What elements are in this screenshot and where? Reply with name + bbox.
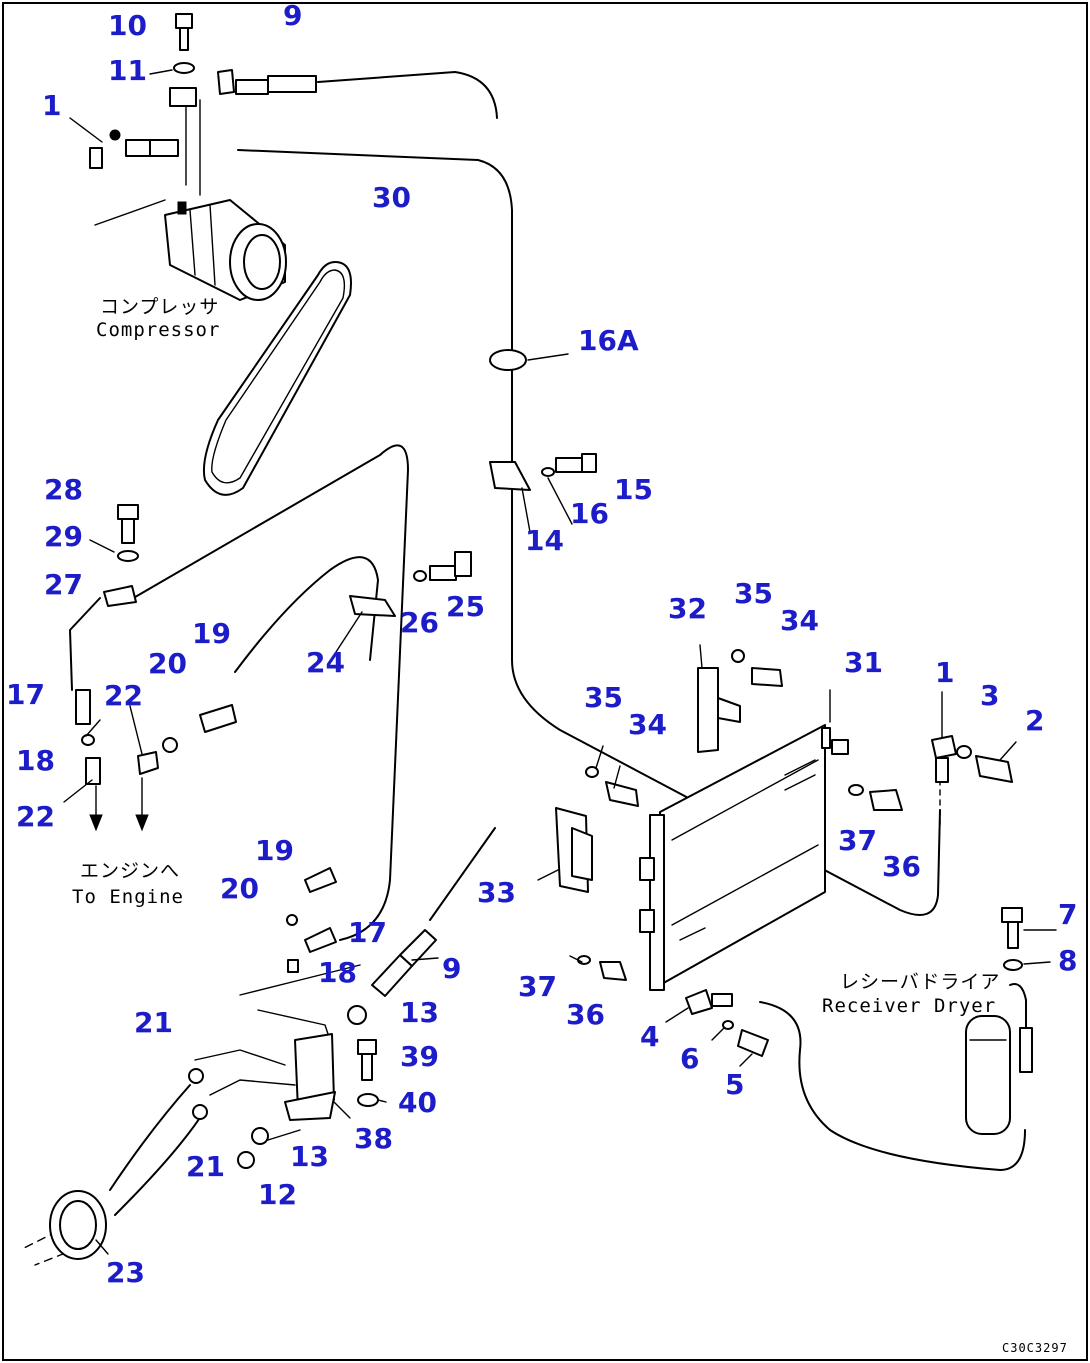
callout-9: 9 xyxy=(283,0,302,32)
callout-36: 36 xyxy=(882,850,921,883)
v-belt xyxy=(202,261,352,496)
callout-34: 34 xyxy=(780,604,819,637)
callout-15: 15 xyxy=(614,473,653,506)
callout-27: 27 xyxy=(44,568,83,601)
callout-35: 35 xyxy=(584,681,623,714)
callout-4: 4 xyxy=(640,1020,659,1053)
callout-13: 13 xyxy=(400,996,439,1029)
receiver-dryer xyxy=(965,983,1033,1135)
callout-30: 30 xyxy=(372,181,411,214)
drawing-code: C30C3297 xyxy=(1002,1341,1068,1355)
callout-13: 13 xyxy=(290,1140,329,1173)
callout-25: 25 xyxy=(446,590,485,623)
compressor xyxy=(164,199,287,301)
callout-22: 22 xyxy=(16,800,55,833)
callout-24: 24 xyxy=(306,646,345,679)
condenser xyxy=(555,649,849,991)
callout-34: 34 xyxy=(628,708,667,741)
callout-11: 11 xyxy=(108,54,147,87)
callout-10: 10 xyxy=(108,9,147,42)
label-receiver-jp: レシーバドライア xyxy=(840,971,1000,993)
callout-3: 3 xyxy=(980,679,999,712)
hose-lines xyxy=(19,71,1026,1266)
callout-28: 28 xyxy=(44,473,83,506)
callout-20: 20 xyxy=(148,647,187,680)
label-compressor-en: Compressor xyxy=(96,319,220,341)
callouts: 10 9 11 1 30 16A 15 16 14 28 29 27 26 25… xyxy=(6,0,1077,1289)
label-engine-jp: エンジンへ xyxy=(80,860,180,882)
text-labels: コンプレッサ Compressor エンジンへ To Engine レシーバドラ… xyxy=(72,296,1068,1355)
callout-31: 31 xyxy=(844,646,883,679)
callout-1: 1 xyxy=(42,89,61,122)
callout-16: 16 xyxy=(570,497,609,530)
callout-40: 40 xyxy=(398,1086,437,1119)
small-parts xyxy=(49,13,1023,1260)
callout-38: 38 xyxy=(354,1122,393,1155)
leader-lines xyxy=(63,69,1057,1255)
callout-20: 20 xyxy=(220,872,259,905)
callout-17: 17 xyxy=(6,678,45,711)
callout-37: 37 xyxy=(838,824,877,857)
label-engine-en: To Engine xyxy=(72,886,184,908)
callout-19: 19 xyxy=(255,834,294,867)
callout-5: 5 xyxy=(725,1068,744,1101)
callout-17: 17 xyxy=(348,916,387,949)
callout-18: 18 xyxy=(16,744,55,777)
callout-23: 23 xyxy=(106,1256,145,1289)
callout-19: 19 xyxy=(192,617,231,650)
callout-2: 2 xyxy=(1025,704,1044,737)
callout-39: 39 xyxy=(400,1040,439,1073)
callout-9: 9 xyxy=(442,952,461,985)
callout-8: 8 xyxy=(1058,944,1077,977)
callout-21: 21 xyxy=(186,1150,225,1183)
callout-32: 32 xyxy=(668,592,707,625)
label-receiver-en: Receiver Dryer xyxy=(822,995,996,1017)
callout-22: 22 xyxy=(104,679,143,712)
callout-36: 36 xyxy=(566,998,605,1031)
callout-16a: 16A xyxy=(578,324,639,357)
label-compressor-jp: コンプレッサ xyxy=(100,296,219,318)
callout-35: 35 xyxy=(734,577,773,610)
callout-1: 1 xyxy=(935,656,954,689)
callout-21: 21 xyxy=(134,1006,173,1039)
callout-18: 18 xyxy=(318,956,357,989)
callout-14: 14 xyxy=(525,524,564,557)
callout-29: 29 xyxy=(44,520,83,553)
callout-6: 6 xyxy=(680,1042,699,1075)
callout-26: 26 xyxy=(400,606,439,639)
callout-37: 37 xyxy=(518,970,557,1003)
callout-7: 7 xyxy=(1058,898,1077,931)
callout-12: 12 xyxy=(258,1178,297,1211)
callout-33: 33 xyxy=(477,876,516,909)
